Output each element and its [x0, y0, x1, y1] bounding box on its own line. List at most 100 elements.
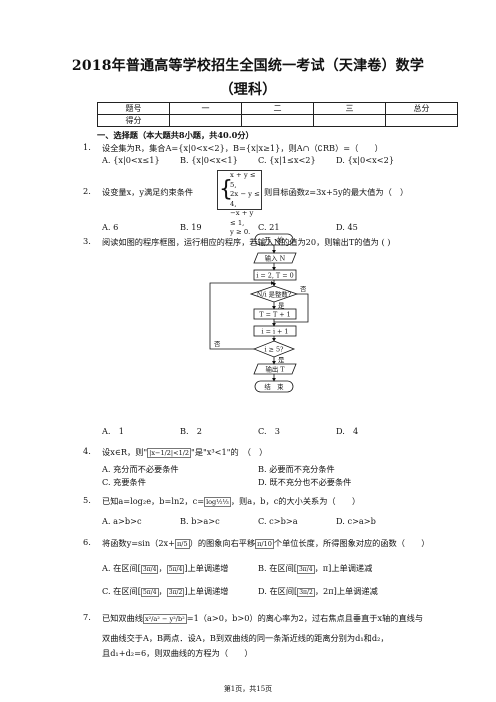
question-text-suffix: 则目标函数z=3x+5y的最大值为（ ） — [264, 187, 409, 197]
question-number: 7. — [83, 612, 91, 622]
flow-inc-i-label: i = i + 1 — [262, 328, 289, 336]
question-text-line3: 且d₁+d₂=6，则双曲线的方程为（ ） — [102, 648, 253, 658]
q6-opt-post: ]上单调递增 — [184, 586, 229, 596]
option-c: C. {x|1≤x<2} — [258, 155, 316, 165]
option-c: C. 充要条件 — [102, 477, 146, 487]
exam-title: 2018年普通高等学校招生全国统一考试（天津卷）数学 — [71, 58, 425, 74]
q6-opt-post: ，2π]上单调递减 — [314, 586, 378, 596]
q7-hyperbola-box: x²/a² − y²/b² — [142, 614, 187, 624]
score-header-cell: 题号 — [97, 102, 170, 115]
score-cell — [241, 114, 314, 127]
page-footer: 第1页，共15页 — [223, 685, 273, 693]
q6-opt-box: 5π/4 — [166, 564, 185, 574]
flow-init-label: i = 2, T = 0 — [256, 272, 293, 280]
question-number: 4. — [83, 446, 91, 456]
q6-opt-box: 3π/2 — [297, 587, 315, 597]
option-c: C. 21 — [258, 222, 280, 232]
q6-shift-box: π/5 — [175, 539, 190, 549]
option-c: C. 3 — [258, 426, 280, 436]
q6-pre: 将函数y=sin（2x+ — [102, 538, 176, 548]
option-c: C. 在区间[5π/4，3π/2]上单调递增 — [102, 586, 229, 597]
option-d: D. 4 — [336, 426, 359, 436]
score-cell — [385, 114, 458, 127]
exam-subtitle: （理科） — [219, 82, 277, 98]
question-text: 阅读如图的程序框图，运行相应的程序，若输入N的值为20，则输出T的值为 ( ) — [102, 237, 391, 247]
question-number: 5. — [83, 495, 91, 505]
option-a: A. {x|0<x≤1} — [102, 155, 160, 165]
q7-pre: 已知双曲线 — [102, 613, 143, 623]
option-d: D. 既不充分也不必要条件 — [258, 477, 352, 487]
score-table-score-row: 得分 — [97, 114, 458, 127]
q6-opt-pre: B. 在区间[ — [258, 563, 297, 573]
score-table: 题号 一 二 三 总分 得分 — [97, 102, 458, 127]
q7-post: =1（a>0，b>0）的离心率为2，过右焦点且垂直于x轴的直线与 — [186, 613, 424, 623]
constraint-line: y ≥ 0. — [230, 228, 251, 236]
flow-output-label: 输出 T — [265, 365, 285, 374]
option-d: D. 45 — [336, 222, 358, 232]
program-flowchart: 开 始 输入 N i = 2, T = 0 N/i 是整数? 否 是 T = T… — [209, 233, 309, 393]
constraint-line: 2x − y ≤ 4, — [230, 190, 260, 208]
q6-opt-pre: D. 在区间[ — [258, 586, 298, 596]
question-number: 1. — [83, 142, 91, 152]
question-number: 2. — [83, 186, 91, 196]
q4-pre: 设x∈R，则" — [102, 447, 148, 457]
q6-opt-post: ]上单调递增 — [184, 563, 229, 573]
option-b: B. 必要而不充分条件 — [258, 464, 335, 474]
q6-opt-box: 3π/4 — [296, 564, 315, 574]
flow-inc-t-label: T = T + 1 — [259, 311, 290, 319]
score-header-cell: 二 — [241, 102, 314, 115]
flow-no-label: 否 — [214, 340, 221, 348]
flow-yes-label: 是 — [278, 356, 285, 364]
q6-opt-pre: A. 在区间[ — [102, 563, 141, 573]
section-heading: 一、选择题（本大题共8小题，共40.0分） — [97, 130, 254, 140]
option-a: A. 在区间[3π/4，5π/4]上单调递增 — [102, 563, 229, 574]
score-table-header-row: 题号 一 二 三 总分 — [97, 102, 458, 115]
q5-pre: 已知a=log₂e，b=ln2，c= — [102, 496, 205, 506]
flow-input-label: 输入 N — [265, 254, 286, 263]
q4-post: "是"x³<1"的 （ ） — [191, 447, 268, 457]
flow-start-label: 开 始 — [264, 235, 284, 244]
option-a: A. 充分而不必要条件 — [102, 464, 179, 474]
score-row-label: 得分 — [97, 114, 170, 127]
flow-input-node — [253, 252, 297, 264]
q6-opt-box: 5π/4 — [140, 587, 159, 597]
option-b: B. 19 — [180, 222, 202, 232]
score-cell — [169, 114, 242, 127]
option-d: D. c>a>b — [336, 516, 376, 526]
option-a: A. 6 — [102, 222, 119, 232]
question-text-line2: 双曲线交于A，B两点．设A，B到双曲线的同一条渐近线的距离分别为d₁和d₂， — [102, 633, 389, 643]
option-d: D. 在区间[3π/2，2π]上单调递减 — [258, 585, 378, 597]
q6-opt-post: ，π]上单调递减 — [314, 563, 373, 573]
score-header-cell: 总分 — [385, 102, 458, 115]
score-header-cell: 一 — [169, 102, 242, 115]
question-number: 6. — [83, 537, 91, 547]
question-number: 3. — [83, 236, 91, 246]
option-b: B. b>a>c — [180, 516, 220, 526]
constraint-line: −x + y ≤ 1, — [230, 209, 254, 227]
constraint-line: x + y ≤ 5, — [230, 171, 256, 189]
option-b: B. {x|0<x<1} — [180, 155, 238, 165]
brace-icon: { — [219, 177, 233, 202]
flow-output-node — [253, 363, 297, 375]
q6-mid: ）的图象向右平移 — [189, 538, 256, 548]
q6-translate-box: π/10 — [255, 539, 274, 549]
flow-end-label: 结 束 — [264, 382, 284, 391]
q4-formula-box: |x−1/2|<1/2 — [147, 448, 192, 458]
question-text: 设x∈R，则"|x−1/2|<1/2"是"x³<1"的 （ ） — [102, 446, 267, 458]
q5-formula-box: log½⅓ — [204, 497, 231, 507]
flow-cond2-label: i ≥ 5? — [265, 346, 285, 354]
question-text: 设全集为R，集合A={x|0<x<2}，B={x|x≥1}，则A∩（∁RB）=（… — [102, 143, 383, 153]
q6-opt-box: 3π/4 — [140, 564, 159, 574]
question-text-prefix: 设变量x，y满足约束条件 — [102, 187, 194, 197]
option-a: A. a>b>c — [102, 516, 142, 526]
option-c: C. c>b>a — [258, 516, 298, 526]
score-header-cell: 三 — [313, 102, 386, 115]
q6-opt-pre: C. 在区间[ — [102, 586, 141, 596]
flow-cond1-label: N/i 是整数? — [257, 290, 292, 299]
option-b: B. 在区间[3π/4，π]上单调递减 — [258, 562, 372, 574]
question-text: 已知a=log₂e，b=ln2，c=log½⅓，则a，b，c的大小关系为（ ） — [102, 495, 360, 507]
constraint-system: { x + y ≤ 5, 2x − y ≤ 4, −x + y ≤ 1, y ≥… — [217, 170, 262, 236]
